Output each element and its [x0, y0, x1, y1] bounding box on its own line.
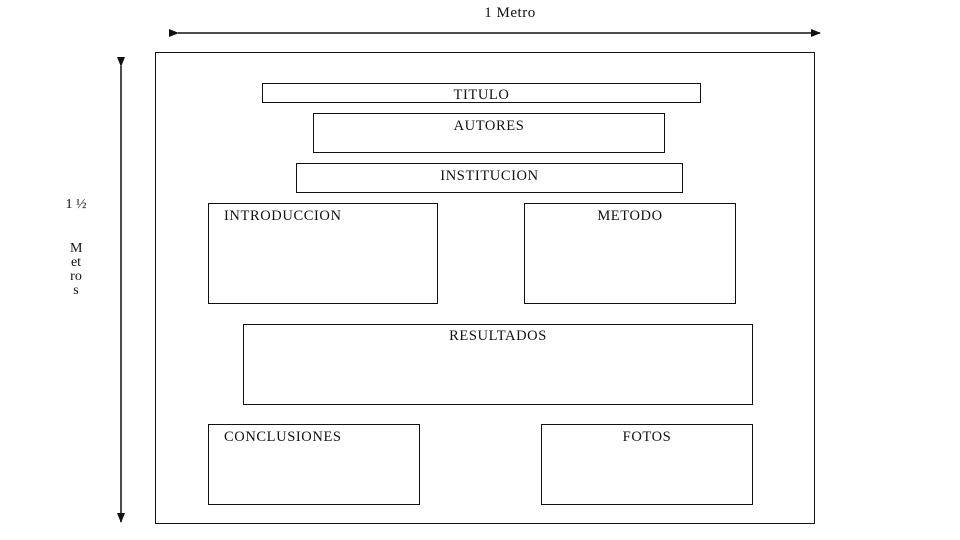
- resultados-label: RESULTADOS: [449, 328, 547, 344]
- titulo-label: TITULO: [453, 87, 510, 103]
- conclusiones-box: CONCLUSIONES: [208, 424, 420, 505]
- resultados-box: RESULTADOS: [243, 324, 753, 405]
- height-fraction: 1 ½: [65, 197, 87, 212]
- titulo-box: TITULO: [262, 83, 701, 103]
- institucion-box: INSTITUCION: [296, 163, 683, 193]
- conclusiones-label: CONCLUSIONES: [224, 429, 342, 445]
- height-label: 1 ½ Metros: [58, 198, 94, 298]
- introduccion-box: INTRODUCCION: [208, 203, 438, 304]
- width-label: 1 Metro: [484, 5, 536, 21]
- autores-label: AUTORES: [453, 118, 525, 134]
- height-unit: Metros: [70, 241, 83, 298]
- introduccion-label: INTRODUCCION: [224, 208, 342, 224]
- metodo-box: METODO: [524, 203, 736, 304]
- institucion-label: INSTITUCION: [440, 168, 539, 184]
- fotos-box: FOTOS: [541, 424, 753, 505]
- fotos-label: FOTOS: [622, 429, 672, 445]
- poster-outline: [155, 52, 815, 524]
- metodo-label: METODO: [597, 208, 663, 224]
- autores-box: AUTORES: [313, 113, 665, 153]
